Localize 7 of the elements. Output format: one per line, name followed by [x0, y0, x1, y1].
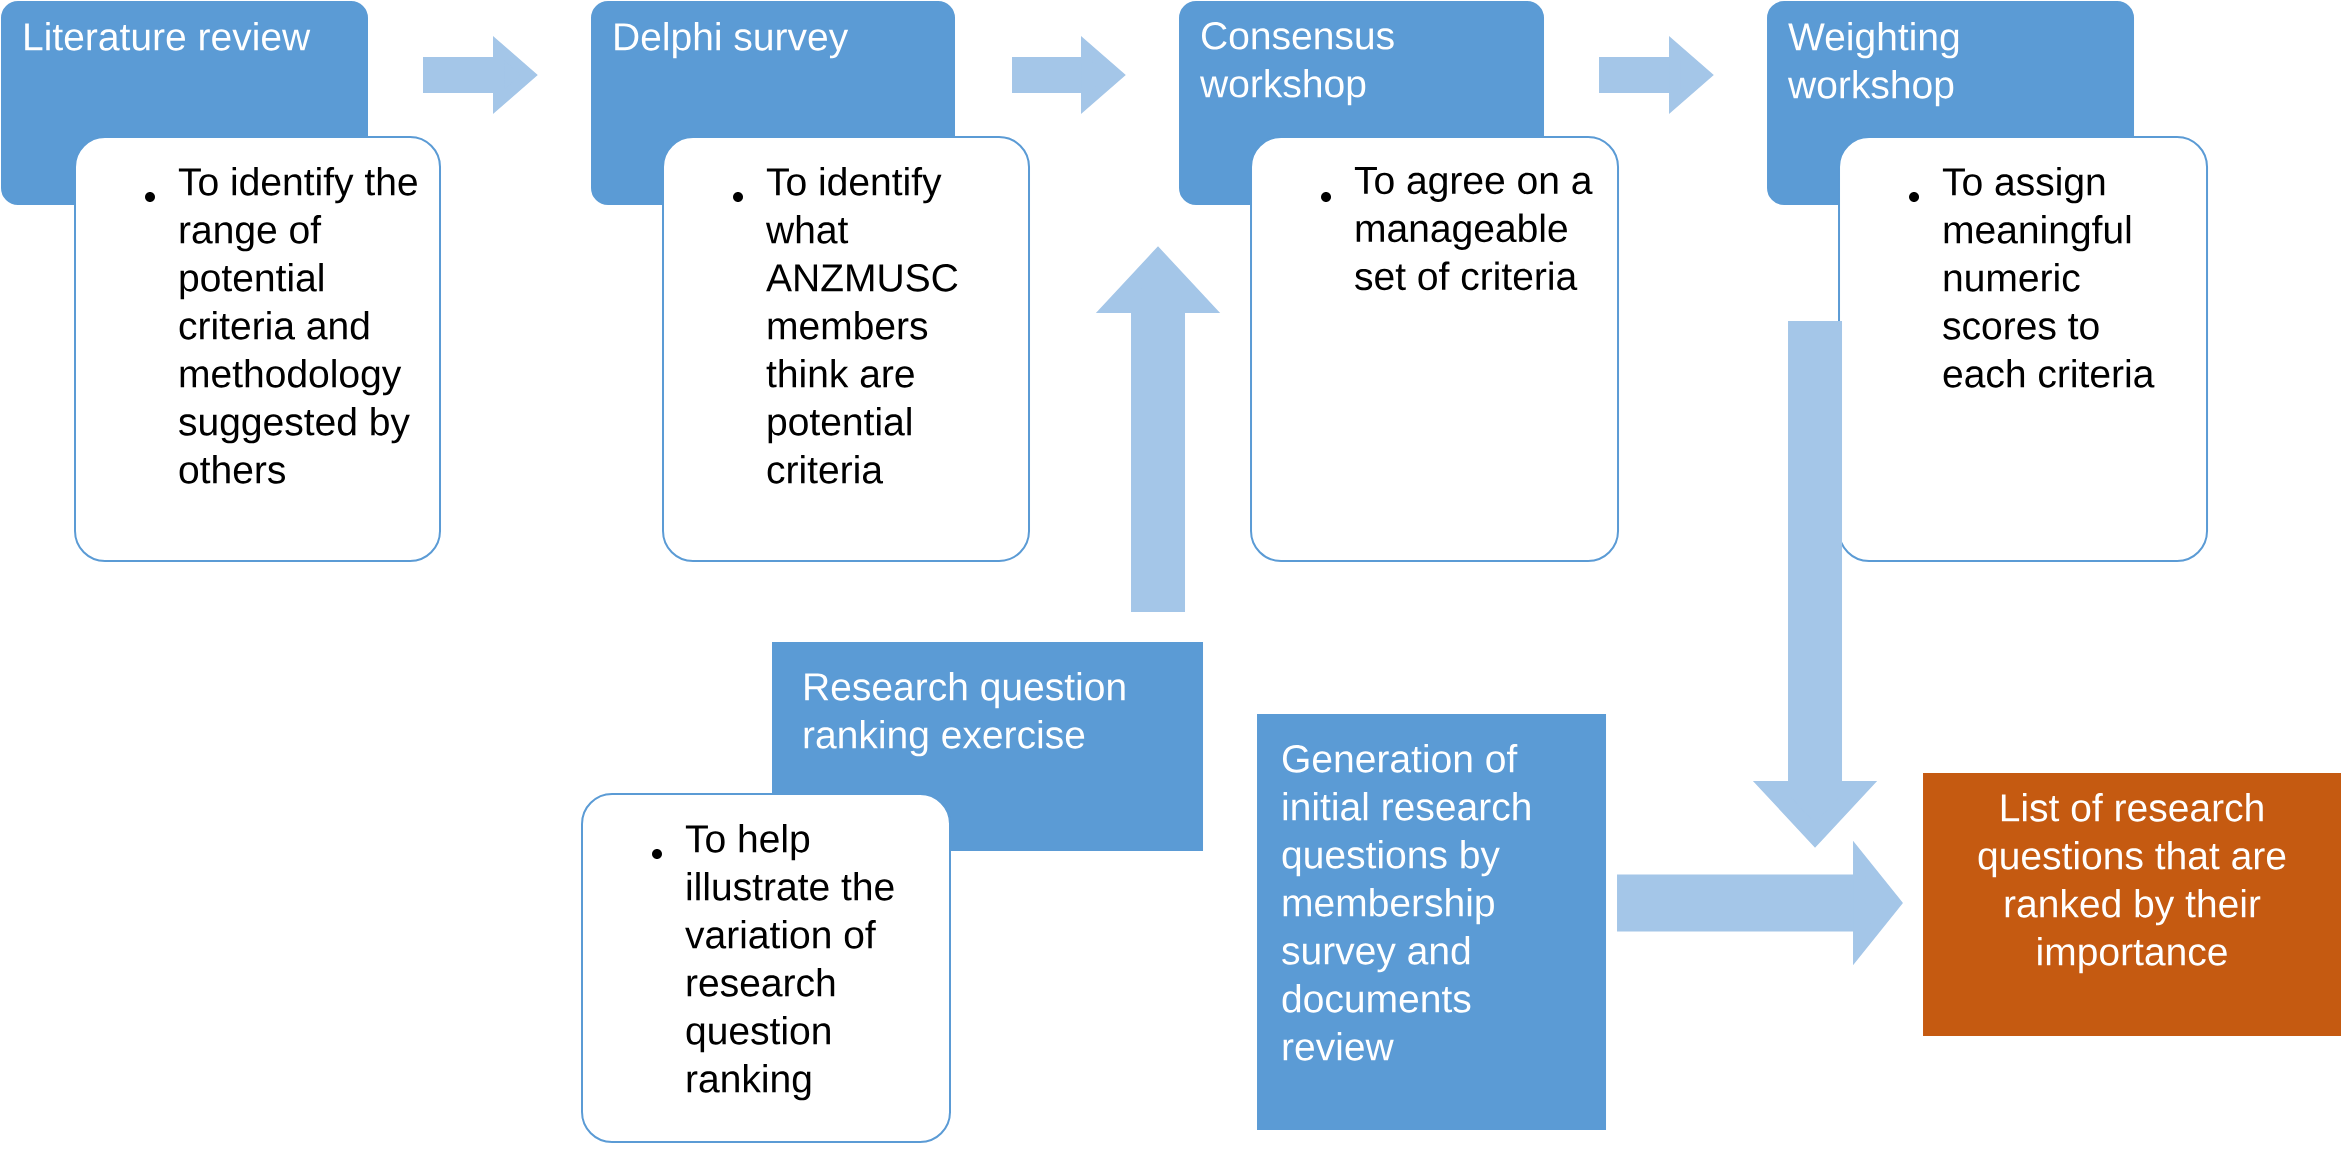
description-box: To agree on a manageable set of criteria — [1250, 136, 1619, 562]
description-box: To identify what ANZMUSC members think are potential criteria — [662, 136, 1030, 562]
process-box: Generation of initial research questions by membership survey and documents review — [1257, 714, 1606, 1130]
description-box: To help illustrate the variation of research question ranking — [581, 793, 951, 1143]
description-box: To assign meaningful numeric scores to each criteria — [1838, 136, 2209, 562]
result-box: List of research questions that are ranked by their importance — [1923, 773, 2341, 1036]
description-box: To identify the range of potential criteria and methodology suggested by others — [74, 136, 441, 562]
